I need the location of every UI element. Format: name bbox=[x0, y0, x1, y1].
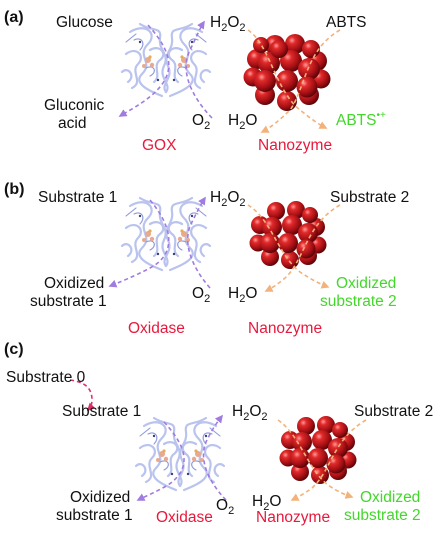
h2o2-label-c: H2O2 bbox=[232, 403, 268, 423]
oxidized2-label-line1-b: Oxidized bbox=[336, 275, 396, 292]
h2o-label-b: H2O bbox=[228, 285, 257, 305]
h2o-label: H2O bbox=[228, 112, 257, 132]
h2o2-label-b: H2O2 bbox=[210, 189, 246, 209]
panel-a-tag: (a) bbox=[4, 9, 24, 26]
h2o2-label: H2O2 bbox=[210, 14, 246, 34]
nanozyme-cluster-icon-c bbox=[279, 416, 357, 484]
abts-label: ABTS bbox=[326, 14, 366, 31]
substrate1-label-c: Substrate 1 bbox=[62, 403, 141, 420]
glucose-label: Glucose bbox=[56, 14, 113, 31]
nanozyme-cluster-icon bbox=[243, 34, 331, 111]
abts-to-abts-radical-arrow bbox=[247, 29, 328, 129]
panel-a: (a) Glucose Gluconic acid O2 H2O2 ABTS H… bbox=[4, 9, 386, 154]
oxidase-enzyme-icon bbox=[120, 196, 212, 272]
oxidized1-label-line2-c: substrate 1 bbox=[56, 507, 133, 524]
oxidase-name-b: Oxidase bbox=[128, 320, 185, 337]
nanozyme-name-a: Nanozyme bbox=[258, 137, 332, 154]
oxidized2-label-line1-c: Oxidized bbox=[360, 489, 420, 506]
substrate2-to-oxidized2-arrow-b bbox=[247, 204, 330, 289]
h2o2-to-h2o-arrow-c bbox=[290, 419, 367, 501]
abts-radical-label: ABTS•+ bbox=[336, 110, 386, 129]
o2-label: O2 bbox=[192, 112, 210, 132]
h2o2-to-h2o-arrow bbox=[260, 29, 341, 133]
glucose-to-gluconic-arrow bbox=[118, 24, 170, 117]
oxidized1-label-line2-b: substrate 1 bbox=[30, 293, 107, 310]
oxidized2-label-line2-c: substrate 2 bbox=[344, 507, 421, 524]
nanozyme-name-c: Nanozyme bbox=[256, 509, 330, 526]
gluconic-label-line1: Gluconic bbox=[44, 97, 105, 114]
oxidized2-label-line2-b: substrate 2 bbox=[320, 293, 397, 310]
panel-b: (b) Substrate 1 Oxidized substrate 1 O2 … bbox=[4, 181, 409, 337]
substrate1-to-oxidized1-arrow-b bbox=[108, 199, 170, 288]
panel-c-tag: (c) bbox=[4, 341, 24, 358]
panel-c: (c) Substrate 0 Substrate 1 Oxidized sub… bbox=[4, 341, 433, 526]
substrate2-to-oxidized2-arrow-c bbox=[277, 419, 354, 499]
o2-to-h2o2-arrow-b bbox=[186, 196, 211, 289]
substrate2-label-c: Substrate 2 bbox=[354, 403, 433, 420]
oxidized1-label-line1-c: Oxidized bbox=[70, 489, 130, 506]
substrate1-label-b: Substrate 1 bbox=[38, 189, 117, 206]
nanozyme-cluster-icon-b bbox=[249, 201, 327, 269]
o2-to-h2o2-arrow bbox=[185, 20, 213, 119]
oxidase-name-c: Oxidase bbox=[156, 509, 213, 526]
gluconic-label-line2: acid bbox=[58, 115, 86, 132]
oxidase-enzyme-icon-c bbox=[134, 416, 226, 492]
h2o2-to-h2o-arrow-b bbox=[264, 204, 341, 292]
o2-label-b: O2 bbox=[192, 285, 210, 305]
gox-name: GOX bbox=[142, 137, 177, 154]
substrate2-label-b: Substrate 2 bbox=[330, 189, 409, 206]
substrate1-to-oxidized1-arrow-c bbox=[136, 421, 185, 501]
h2o-label-c: H2O bbox=[252, 493, 281, 513]
nanozyme-name-b: Nanozyme bbox=[248, 320, 322, 337]
panel-b-tag: (b) bbox=[4, 181, 24, 198]
substrate0-label: Substrate 0 bbox=[6, 369, 86, 386]
o2-label-c: O2 bbox=[216, 497, 234, 517]
o2-to-h2o2-arrow-c bbox=[202, 414, 227, 501]
oxidized1-label-line1-b: Oxidized bbox=[44, 275, 104, 292]
